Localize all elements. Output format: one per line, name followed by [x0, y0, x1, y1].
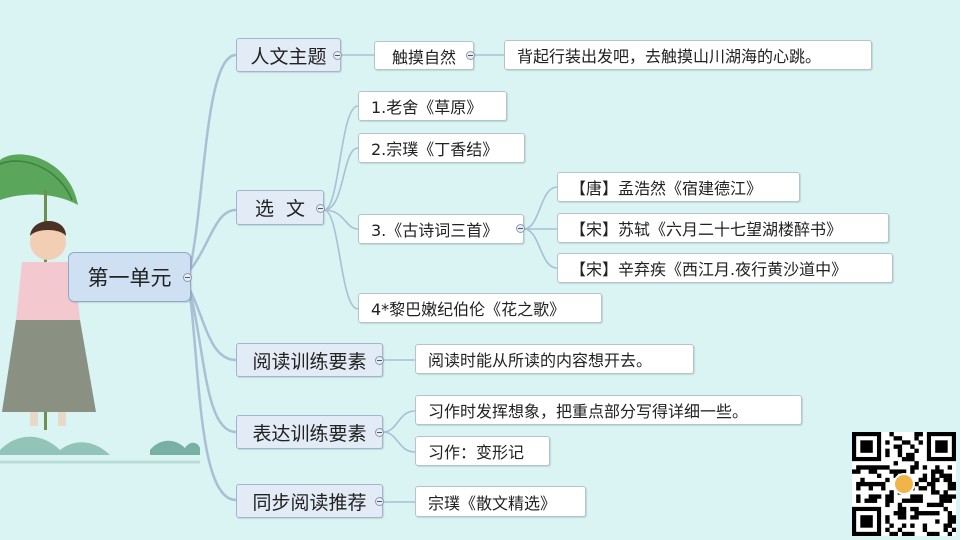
expression-item-1[interactable]: 习作时发挥想象，把重点部分写得详细一些。 [415, 395, 802, 425]
poem-1-label: 【唐】孟浩然《宿建德江》 [570, 175, 762, 199]
poem-1[interactable]: 【唐】孟浩然《宿建德江》 [557, 172, 800, 202]
theme-sub-node[interactable]: 触摸自然 [374, 41, 474, 70]
recommend-collapse-icon[interactable] [375, 497, 384, 506]
qr-code [852, 432, 956, 536]
expression-item-1-label: 习作时发挥想象，把重点部分写得详细一些。 [428, 398, 748, 422]
branch-expression-label: 表达训练要素 [252, 419, 366, 446]
theme-detail-label: 背起行装出发吧，去触摸山川湖海的心跳。 [517, 43, 821, 67]
poem-3-label: 【宋】辛弃疾《西江月.夜行黄沙道中》 [570, 256, 847, 280]
qr-logo-icon [894, 474, 914, 494]
branch-reading-label: 阅读训练要素 [252, 347, 366, 374]
branch-theme-label: 人文主题 [250, 42, 326, 69]
theme-sub-label: 触摸自然 [392, 44, 456, 68]
branch-reading[interactable]: 阅读训练要素 [236, 343, 383, 377]
poems-collapse-icon[interactable] [516, 224, 525, 233]
theme-sub-collapse-icon[interactable] [466, 51, 475, 60]
branch-expression[interactable]: 表达训练要素 [236, 415, 383, 449]
text-item-3-label: 3.《古诗词三首》 [371, 217, 498, 241]
recommend-detail-node[interactable]: 宗璞《散文精选》 [415, 486, 586, 517]
text-item-1-label: 1.老舍《草原》 [371, 94, 482, 118]
reading-collapse-icon[interactable] [375, 356, 384, 365]
connector-root-theme [190, 55, 236, 268]
branch-recommend[interactable]: 同步阅读推荐 [236, 484, 383, 518]
landscape-decoration [0, 410, 200, 470]
text-item-4-label: 4*黎巴嫩纪伯伦《花之歌》 [371, 296, 565, 320]
branch-texts-label: 选 文 [255, 194, 305, 221]
text-item-2-label: 2.宗璞《丁香结》 [371, 136, 498, 160]
expression-item-2[interactable]: 习作：变形记 [415, 436, 550, 466]
root-collapse-icon[interactable] [183, 273, 192, 282]
poem-3[interactable]: 【宋】辛弃疾《西江月.夜行黄沙道中》 [557, 253, 893, 283]
poem-2[interactable]: 【宋】苏轼《六月二十七望湖楼醉书》 [557, 213, 889, 243]
root-node[interactable]: 第一单元 [68, 252, 191, 302]
branch-recommend-label: 同步阅读推荐 [252, 488, 366, 515]
expression-collapse-icon[interactable] [375, 428, 384, 437]
theme-detail-node[interactable]: 背起行装出发吧，去触摸山川湖海的心跳。 [504, 40, 872, 70]
text-item-2[interactable]: 2.宗璞《丁香结》 [358, 133, 525, 163]
text-item-4[interactable]: 4*黎巴嫩纪伯伦《花之歌》 [358, 293, 602, 323]
reading-detail-label: 阅读时能从所读的内容想开去。 [428, 347, 652, 371]
theme-collapse-icon[interactable] [333, 51, 342, 60]
reading-detail-node[interactable]: 阅读时能从所读的内容想开去。 [415, 344, 694, 374]
recommend-detail-label: 宗璞《散文精选》 [428, 490, 556, 514]
branch-theme[interactable]: 人文主题 [236, 38, 341, 72]
poem-2-label: 【宋】苏轼《六月二十七望湖楼醉书》 [570, 216, 842, 240]
text-item-3[interactable]: 3.《古诗词三首》 [358, 214, 524, 244]
branch-texts[interactable]: 选 文 [236, 190, 324, 225]
expression-item-2-label: 习作：变形记 [428, 439, 524, 463]
text-item-1[interactable]: 1.老舍《草原》 [358, 91, 507, 121]
root-label: 第一单元 [88, 262, 172, 292]
texts-collapse-icon[interactable] [316, 204, 325, 213]
